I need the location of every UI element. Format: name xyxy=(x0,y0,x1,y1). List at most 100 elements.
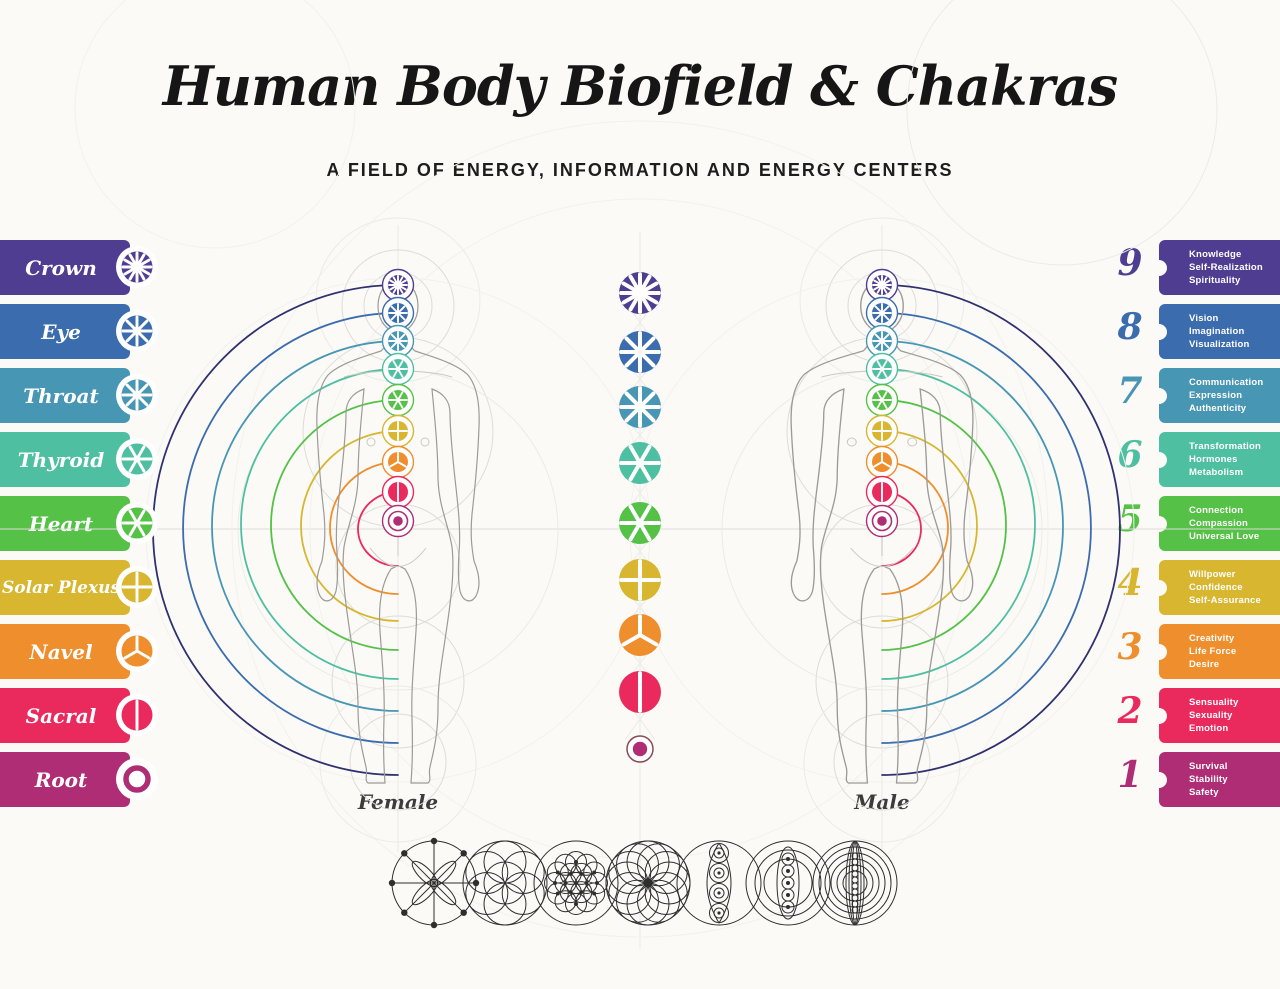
chakra-band-label: Throat xyxy=(23,383,99,408)
crown-symbol xyxy=(617,270,663,316)
chakra-number-9: 9 xyxy=(1117,242,1143,284)
trait-line: Sexuality xyxy=(1189,710,1233,721)
trait-line: Survival xyxy=(1189,761,1228,772)
sacral-chakra-point xyxy=(381,475,415,509)
sacral-chakra-point xyxy=(865,475,899,509)
chakra-band-heart: Heart xyxy=(0,496,130,551)
sacred-geometry-row xyxy=(388,837,898,929)
chakra-band-thyroid: Thyroid xyxy=(0,432,130,487)
trait-line: Metabolism xyxy=(1189,467,1244,478)
trait-line: Expression xyxy=(1189,390,1243,401)
chakra-band-label: Crown xyxy=(25,255,97,280)
crown-chakra-point xyxy=(865,268,899,302)
trait-line: Authenticity xyxy=(1189,403,1247,414)
trait-line: Willpower xyxy=(1189,569,1236,580)
trait-line: Self-Assurance xyxy=(1189,595,1261,606)
male-label: Male xyxy=(854,790,910,814)
trait-line: Emotion xyxy=(1189,723,1229,734)
trait-line: Universal Love xyxy=(1189,531,1260,542)
trait-line: Life Force xyxy=(1189,646,1237,657)
thyroid-symbol xyxy=(617,440,663,486)
chakra-band-throat: Throat xyxy=(0,368,130,423)
female-figure xyxy=(316,279,480,784)
chakra-band-sacral: Sacral xyxy=(0,688,130,743)
page-title: Human Body Biofield & Chakras xyxy=(162,54,1118,118)
trait-line: Confidence xyxy=(1189,582,1243,593)
chakra-number-4: 4 xyxy=(1117,562,1143,604)
mid-column-connectors xyxy=(624,301,656,741)
throat-chakra-point xyxy=(865,324,899,358)
chakra-band-solar-plexus: Solar Plexus xyxy=(0,560,130,615)
trait-line: Spirituality xyxy=(1189,275,1241,286)
male-figure xyxy=(790,279,974,784)
trait-line: Creativity xyxy=(1189,633,1235,644)
vesica-chain-icon xyxy=(676,840,762,926)
solar-plexus-chakra-point xyxy=(381,414,415,448)
female-biofield-rings xyxy=(152,284,399,776)
crown-chakra-point xyxy=(381,268,415,302)
chakra-number-2: 2 xyxy=(1117,690,1143,732)
concentric-vesica-icon xyxy=(745,840,831,926)
chakra-band-label: Sacral xyxy=(25,703,97,728)
torus-rosette-icon xyxy=(605,840,691,926)
chakra-band-label: Navel xyxy=(29,639,93,664)
trait-line: Communication xyxy=(1189,377,1264,388)
trait-line: Imagination xyxy=(1189,326,1245,337)
trait-line: Hormones xyxy=(1189,454,1238,465)
chakra-band-label: Eye xyxy=(41,319,81,344)
chakra-band-label: Heart xyxy=(28,511,94,536)
trait-line: Connection xyxy=(1189,505,1244,516)
page-subtitle: A FIELD OF ENERGY, INFORMATION AND ENERG… xyxy=(326,160,954,180)
trait-line: Vision xyxy=(1189,313,1219,324)
chakra-number-7: 7 xyxy=(1117,370,1143,412)
chakra-number-3: 3 xyxy=(1117,626,1143,668)
heart-chakra-point xyxy=(381,383,415,417)
trait-line: Compassion xyxy=(1189,518,1249,529)
heart-symbol xyxy=(617,500,663,546)
heart-chakra-point xyxy=(865,383,899,417)
root-chakra-point xyxy=(381,504,415,538)
trait-line: Self-Realization xyxy=(1189,262,1263,273)
trait-line: Safety xyxy=(1189,787,1219,798)
chakra-band-root: Root xyxy=(0,752,130,807)
thyroid-chakra-point xyxy=(381,352,415,386)
chakra-band-crown: Crown xyxy=(0,240,130,295)
trait-line: Sensuality xyxy=(1189,697,1239,708)
female-label: Female xyxy=(357,790,439,814)
trait-line: Desire xyxy=(1189,659,1220,670)
root-symbol xyxy=(626,735,654,763)
navel-chakra-point xyxy=(865,445,899,479)
female-chakra-points xyxy=(381,268,415,538)
flower-of-life-icon xyxy=(533,840,619,926)
navel-symbol xyxy=(617,612,663,658)
eight-point-star-icon xyxy=(388,837,480,929)
chakra-number-8: 8 xyxy=(1117,306,1143,348)
chakra-number-5: 5 xyxy=(1117,498,1143,540)
navel-chakra-point xyxy=(381,445,415,479)
seed-of-life-icon xyxy=(462,840,548,926)
thyroid-chakra-point xyxy=(865,352,899,386)
trait-line: Knowledge xyxy=(1189,249,1242,260)
chakra-band-label: Root xyxy=(34,767,88,792)
trait-line: Stability xyxy=(1189,774,1228,785)
chakra-band-label: Solar Plexus xyxy=(1,577,121,598)
trait-line: Transformation xyxy=(1189,441,1261,452)
background-geometry xyxy=(0,0,1280,948)
mid-chakra-symbols xyxy=(617,270,663,763)
root-chakra-point xyxy=(865,504,899,538)
male-biofield-rings xyxy=(881,284,1121,776)
chakra-number-6: 6 xyxy=(1117,434,1143,476)
trait-line: Visualization xyxy=(1189,339,1250,350)
male-chakra-points xyxy=(865,268,899,538)
chakra-number-1: 1 xyxy=(1117,754,1143,796)
eye-chakra-point xyxy=(865,296,899,330)
